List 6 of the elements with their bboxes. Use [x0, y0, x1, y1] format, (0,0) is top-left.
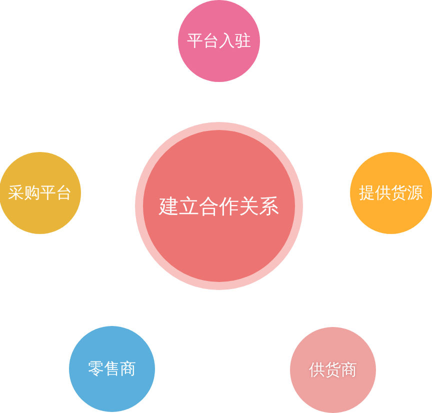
node-label: 零售商: [88, 359, 136, 379]
node-label: 采购平台: [8, 183, 72, 203]
node-label: 建立合作关系: [159, 194, 279, 218]
node-label: 平台入驻: [187, 31, 251, 51]
node-label: 提供货源: [359, 183, 423, 203]
node-label: 供货商: [309, 360, 357, 380]
